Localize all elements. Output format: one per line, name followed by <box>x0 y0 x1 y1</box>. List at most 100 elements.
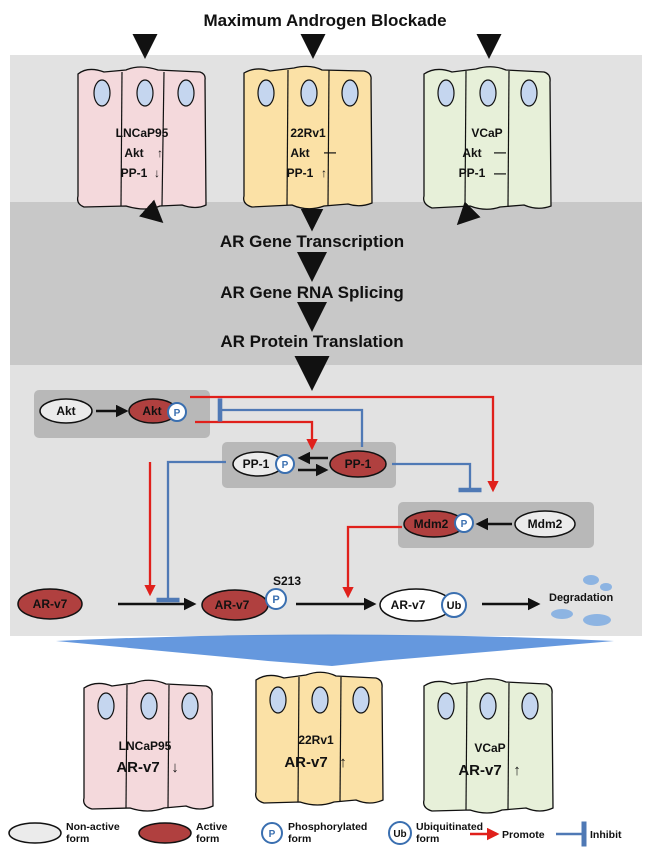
cell-arv7-change: ↓ <box>171 759 179 776</box>
cell-name: 22Rv1 <box>298 733 334 747</box>
cell-name: 22Rv1 <box>290 126 326 140</box>
cell-pp1-label: PP-1 <box>287 166 314 180</box>
site-label: S213 <box>273 574 301 588</box>
cell-pp1-change: ↑ <box>321 166 327 180</box>
pp1-active-label: PP-1 <box>345 457 372 471</box>
cell-pp1-label: PP-1 <box>459 166 486 180</box>
pp1-active-node <box>329 450 387 478</box>
phospho-label: P <box>461 519 468 530</box>
step-translation: AR Protein Translation <box>220 332 403 351</box>
nucleus-icon <box>269 686 287 714</box>
cell-lncap95-top: LNCaP95 Akt ↑ PP-1 ↓ <box>76 66 207 210</box>
cells-to-transcription-arrows <box>139 199 481 232</box>
cell-vcap-top: VCaP Akt — PP-1 — <box>423 66 552 210</box>
figure-title: Maximum Androgen Blockade <box>203 11 446 30</box>
phospho-label: P <box>282 460 289 471</box>
legend-active-swatch <box>138 822 192 844</box>
nucleus-icon <box>520 79 538 107</box>
nucleus-icon <box>257 79 275 107</box>
pp1-inhibits-mdm2 <box>392 462 482 493</box>
nucleus-icon <box>93 79 111 107</box>
nucleus-icon <box>300 79 318 107</box>
legend-phospho-icon <box>261 822 283 844</box>
mdm2-active-label: Mdm2 <box>414 517 449 531</box>
phospho-label: P <box>272 594 279 606</box>
cell-pp1-change: ↓ <box>154 166 160 180</box>
cell-akt-change: — <box>494 145 506 159</box>
nucleus-icon <box>97 692 115 720</box>
legend-ubiquitin-symbol: Ub <box>393 829 406 840</box>
cell-akt-label: Akt <box>290 146 309 160</box>
nucleus-icon <box>136 79 154 107</box>
mdm2-inactive-node <box>514 510 576 538</box>
nucleus-icon <box>479 79 497 107</box>
nucleus-icon <box>437 692 455 720</box>
step-splicing: AR Gene RNA Splicing <box>220 283 404 302</box>
akt-active-label: Akt <box>142 404 161 418</box>
cell-akt-label: Akt <box>124 146 143 160</box>
phospho-icon <box>265 588 287 610</box>
phospho-label: P <box>174 408 181 419</box>
band-gene-expression <box>10 202 642 365</box>
arv7-phospho-label: AR-v7 <box>215 598 250 612</box>
cell-arv7-label: AR-v7 <box>458 762 501 779</box>
cell-vcap-bottom: VCaP AR-v7 ↑ <box>423 678 554 814</box>
akt-inactive-node <box>39 398 93 424</box>
step-transcription: AR Gene Transcription <box>220 232 404 251</box>
ubiquitin-icon <box>441 592 467 618</box>
cell-name: LNCaP95 <box>116 126 169 140</box>
legend-nonactive-swatch <box>8 822 62 844</box>
funnel-arrow <box>56 634 614 666</box>
degradation-label: Degradation <box>549 592 613 604</box>
nucleus-icon <box>352 686 370 714</box>
legend-ubiquitin-icon <box>388 821 412 845</box>
nucleus-icon <box>181 692 199 720</box>
cell-name: LNCaP95 <box>119 739 172 753</box>
cell-akt-label: Akt <box>462 146 481 160</box>
akt-inactive-label: Akt <box>56 404 75 418</box>
cell-22rv1-top: 22Rv1 Akt — PP-1 ↑ <box>243 65 373 210</box>
nucleus-icon <box>311 686 329 714</box>
phospho-icon <box>275 454 295 474</box>
cell-arv7-label: AR-v7 <box>116 759 159 776</box>
akt-promotes-mdm2 <box>190 395 499 493</box>
nucleus-icon <box>479 692 497 720</box>
nucleus-icon <box>177 79 195 107</box>
degradation-fragments-icon <box>551 575 612 626</box>
cell-22rv1-bottom: 22Rv1 AR-v7 ↑ <box>255 671 384 806</box>
cell-arv7-label: AR-v7 <box>284 754 327 771</box>
cell-lncap95-bottom: LNCaP95 AR-v7 ↓ <box>83 679 214 812</box>
cell-name: VCaP <box>474 741 505 755</box>
nucleus-icon <box>341 79 359 107</box>
cell-name: VCaP <box>471 126 502 140</box>
ubiquitin-label: Ub <box>447 600 462 612</box>
nucleus-icon <box>437 79 455 107</box>
cell-pp1-label: PP-1 <box>121 166 148 180</box>
cell-akt-change: — <box>324 145 336 159</box>
nucleus-icon <box>140 692 158 720</box>
arv7-ub-label: AR-v7 <box>391 598 426 612</box>
mdm2-inactive-label: Mdm2 <box>528 517 563 531</box>
cell-akt-change: ↑ <box>157 146 163 160</box>
arv7-active-label: AR-v7 <box>33 597 68 611</box>
mdm2-promotes-ubiquitination <box>342 525 402 599</box>
cell-arv7-change: ↑ <box>513 762 521 779</box>
nucleus-icon <box>521 692 539 720</box>
phospho-icon <box>167 402 187 422</box>
top-arrows <box>132 34 502 59</box>
phospho-icon <box>454 513 474 533</box>
legend-phospho-symbol: P <box>269 829 276 840</box>
cell-arv7-change: ↑ <box>339 754 347 771</box>
arv7-active-node <box>17 588 83 620</box>
pp1-inhibits-akt <box>217 398 364 447</box>
legend-inhibit-label: Inhibit <box>590 829 622 841</box>
akt-promotes-pp1-phospho <box>195 420 318 451</box>
legend-promote-label: Promote <box>502 829 545 841</box>
